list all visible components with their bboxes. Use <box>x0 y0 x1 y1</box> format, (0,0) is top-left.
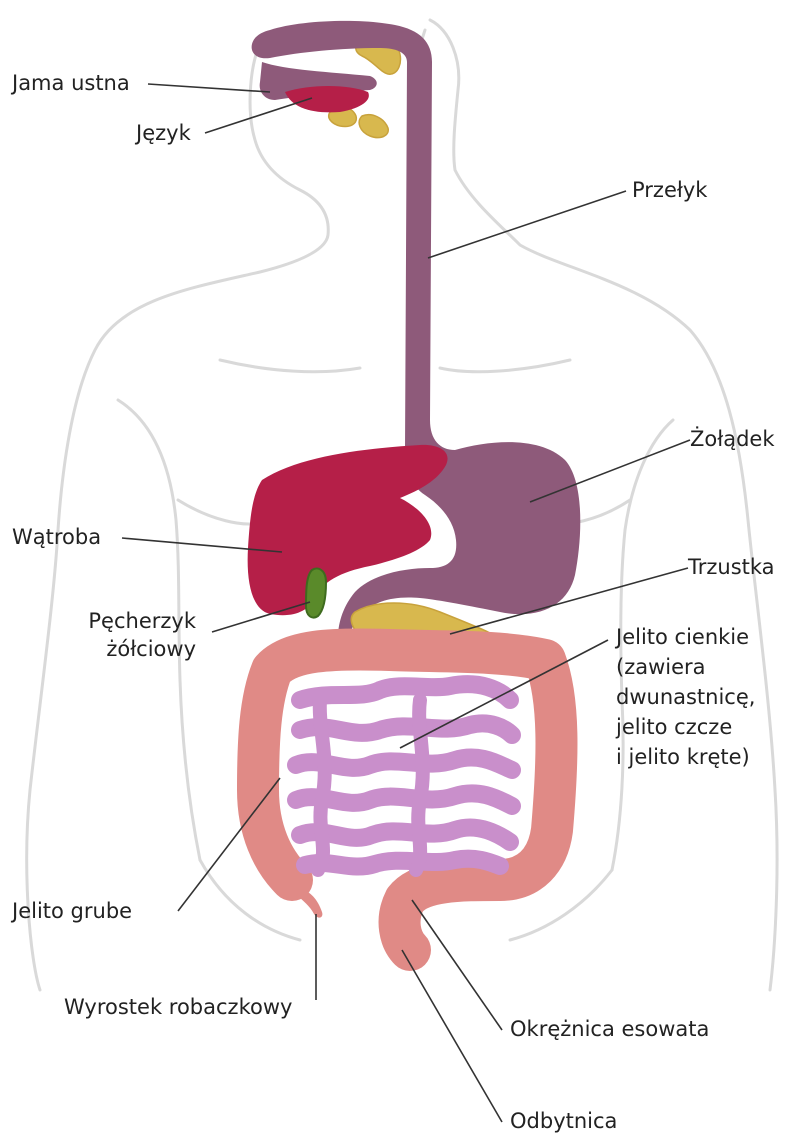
label-stomach: Żołądek <box>690 426 774 453</box>
label-gallbladder-line2: żółciowy <box>60 636 196 663</box>
label-esophagus: Przełyk <box>632 177 707 204</box>
small-intestine-shape <box>296 684 512 870</box>
label-tongue: Język <box>136 120 191 147</box>
mouth-tongue <box>260 62 377 112</box>
label-small-intestine-line3: dwunastnicę, <box>616 684 755 711</box>
label-mouth: Jama ustna <box>12 70 130 97</box>
gallbladder-shape <box>306 569 326 618</box>
label-small-intestine-line2: (zawiera <box>616 654 706 681</box>
label-liver: Wątroba <box>12 524 101 551</box>
label-rectum: Odbytnica <box>510 1108 617 1135</box>
label-small-intestine-line1: Jelito cienkie <box>616 624 749 651</box>
label-pancreas: Trzustka <box>688 554 775 581</box>
label-sigmoid-colon: Okrężnica esowata <box>510 1016 709 1043</box>
label-small-intestine-line5: i jelito kręte) <box>616 744 750 771</box>
label-gallbladder-line1: Pęcherzyk <box>60 608 196 635</box>
label-large-intestine: Jelito grube <box>12 898 132 925</box>
label-appendix: Wyrostek robaczkowy <box>64 994 292 1021</box>
label-small-intestine-line4: jelito czcze <box>616 714 732 741</box>
appendix-shape <box>298 890 322 918</box>
